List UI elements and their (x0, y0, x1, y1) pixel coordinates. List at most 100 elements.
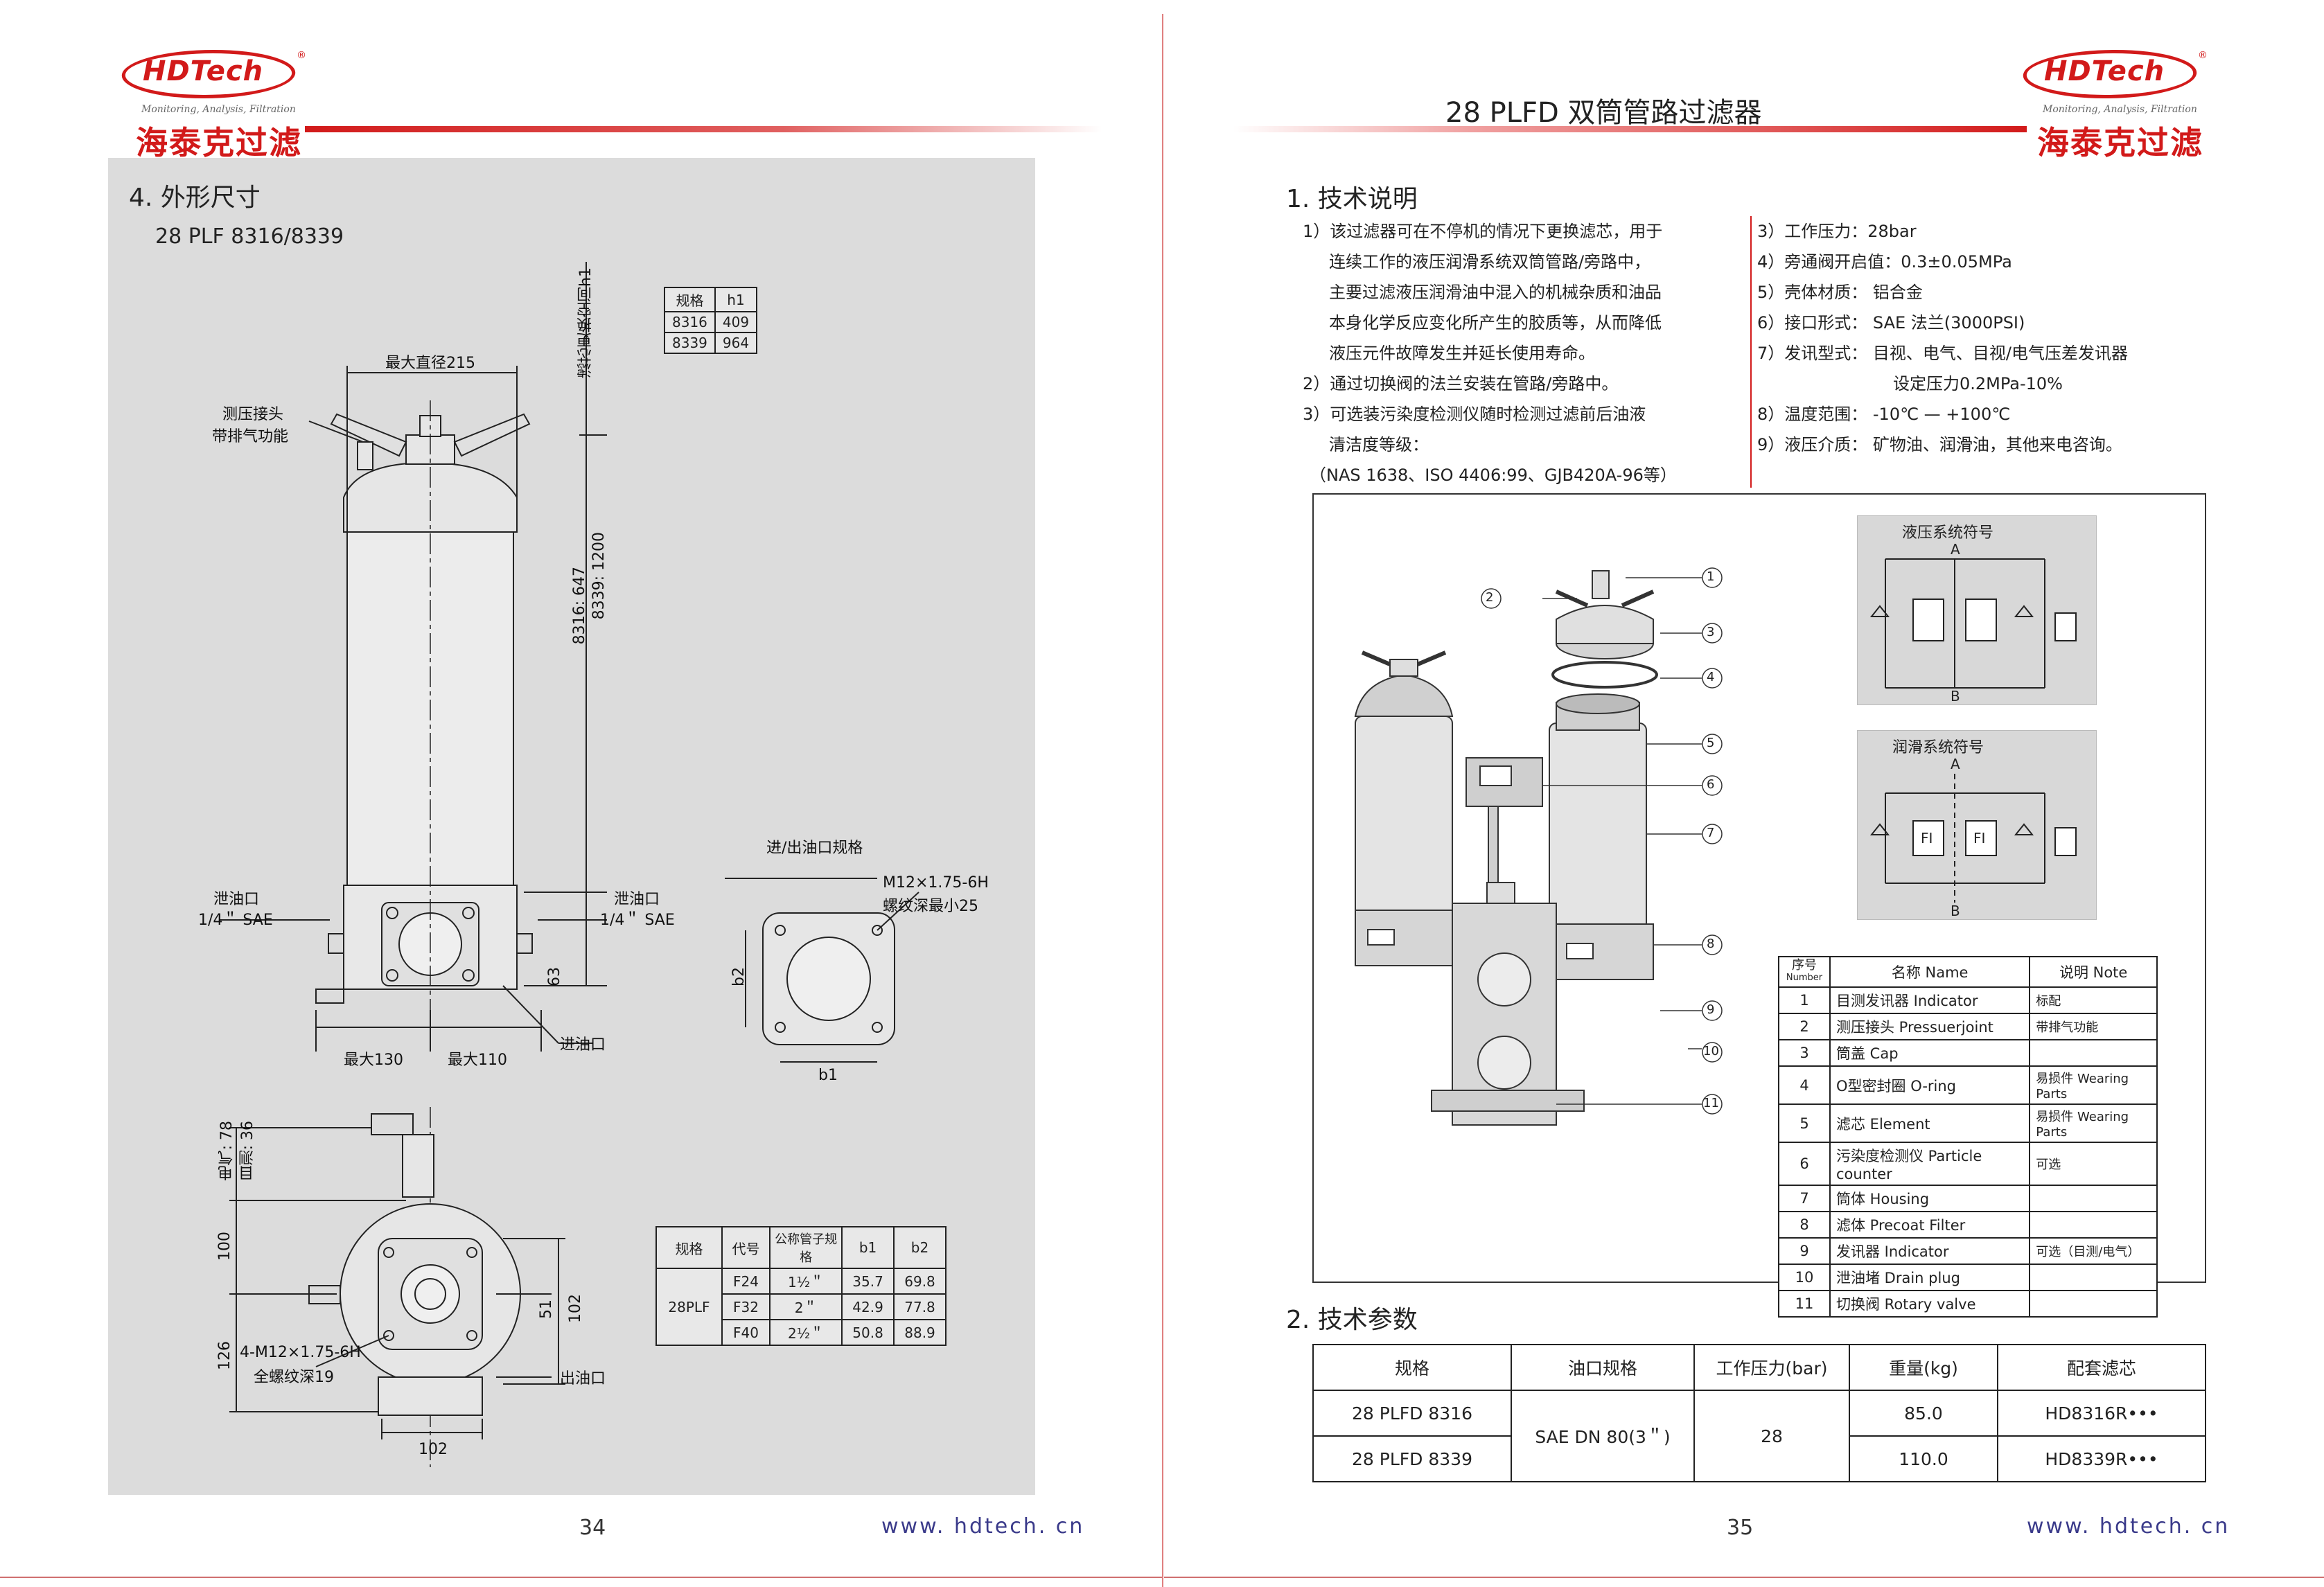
desc-line: （NAS 1638、ISO 4406:99、GJB420A-96等） (1310, 466, 1677, 485)
desc-line: 6）接口形式： SAE 法兰(3000PSI) (1757, 313, 2025, 333)
bottom-rule-right (1164, 1577, 2324, 1578)
parts-cell (2029, 1211, 2158, 1239)
dim-102-h-label: 102 (419, 1441, 448, 1458)
height-dim-label: 8316: 647 (571, 567, 588, 645)
port-header: b2 (893, 1226, 947, 1269)
params-cell-element: HD8316R••• (1997, 1390, 2206, 1437)
desc-line: 9）液压介质： 矿物油、润滑油，其他来电咨询。 (1757, 435, 2122, 454)
parts-header-note: 说明 Note (2029, 956, 2158, 988)
h1-header-spec: 规格 (664, 287, 716, 312)
port-cell: 1½＂ (769, 1268, 843, 1295)
desc-line: 4）旁通阀开启值：0.3±0.05MPa (1757, 252, 2012, 272)
port-header: 规格 (655, 1226, 723, 1269)
desc-line: 3）可选装污染度检测仪随时检测过滤前后油液 (1303, 405, 1646, 424)
desc-line: 设定压力0.2MPa-10% (1893, 374, 2063, 393)
callout-11: 11 (1703, 1096, 1719, 1110)
left-page: HDTech ® Monitoring, Analysis, Filtratio… (0, 50, 1162, 1578)
lube-symbol-icon (1869, 774, 2077, 903)
parts-cell: 11 (1778, 1290, 1831, 1318)
params-header: 规格 (1312, 1344, 1512, 1391)
port-cell: 50.8 (841, 1319, 895, 1346)
desc-line: 本身化学反应变化所产生的胶质等，从而降低 (1329, 313, 1662, 333)
max-diameter-label: 最大直径215 (385, 355, 475, 372)
parts-cell: 9 (1778, 1237, 1831, 1265)
desc-line: 3）工作压力：28bar (1757, 222, 1917, 241)
b2-label: b2 (730, 967, 748, 986)
header-red-bar-right (1233, 126, 2027, 132)
website-right[interactable]: www. hdtech. cn (2027, 1514, 2230, 1539)
desc-line: 8）温度范围： -10℃ — +100℃ (1757, 405, 2011, 424)
params-header: 工作压力(bar) (1693, 1344, 1850, 1391)
params-cell-pressure: 28 (1693, 1390, 1850, 1482)
parts-cell: O型密封圈 O-ring (1829, 1065, 2031, 1105)
hdtech-logo: HDTech ® Monitoring, Analysis, Filtratio… (116, 50, 330, 161)
h1-header-h1: h1 (714, 287, 758, 312)
desc-line: 连续工作的液压润滑系统双筒管路/旁路中， (1329, 252, 1651, 272)
lube-port-b: B (1951, 903, 1960, 919)
params-header: 油口规格 (1511, 1344, 1695, 1391)
parts-header-name: 名称 Name (1829, 956, 2031, 988)
parts-cell: 8 (1778, 1211, 1831, 1239)
desc-line: 主要过滤液压润滑油中混入的机械杂质和油品 (1329, 283, 1662, 302)
lube-port-a: A (1951, 756, 1960, 772)
parts-cell: 3 (1778, 1039, 1831, 1067)
filter-elevation-drawing (219, 262, 919, 1467)
hydraulic-port-a: A (1951, 541, 1960, 558)
drain-left-label-2: 1/4＂ SAE (198, 912, 273, 929)
port-cell: 42.9 (841, 1293, 895, 1320)
hdtech-logo-right: HDTech ® Monitoring, Analysis, Filtratio… (2018, 50, 2231, 161)
h1-cell: 8316 (664, 311, 716, 333)
parts-cell: 测压接头 Pressuerjoint (1829, 1013, 2031, 1040)
desc-line: 7）发讯型式： 目视、电气、目视/电气压差发讯器 (1757, 344, 2128, 363)
port-cell: 2½＂ (769, 1319, 843, 1346)
desc-line: 2）通过切换阀的法兰安装在管路/旁路中。 (1303, 374, 1619, 393)
parts-cell (2029, 1185, 2158, 1212)
parts-cell: 10 (1778, 1264, 1831, 1291)
exploded-view-drawing (1354, 567, 1723, 1126)
logo-brand-text: HDTech (143, 55, 264, 87)
parts-cell (2029, 1264, 2158, 1291)
section1-title: 1. 技术说明 (1286, 185, 1418, 213)
website-left[interactable]: www. hdtech. cn (881, 1514, 1085, 1539)
thread-label: M12×1.75-6H (883, 874, 989, 892)
test-point-label-2: 带排气功能 (212, 428, 289, 445)
callout-4: 4 (1707, 670, 1715, 684)
page-number-right: 35 (1727, 1516, 1754, 1540)
dim-51-label: 51 (538, 1300, 555, 1319)
port-header: 公称管子规格 (769, 1226, 843, 1269)
port-cell: 88.9 (893, 1319, 947, 1346)
parts-cell: 5 (1778, 1103, 1831, 1143)
test-point-label: 测压接头 (222, 406, 284, 423)
header-red-bar (305, 126, 1102, 132)
parts-cell: 发讯器 Indicator (1829, 1237, 2031, 1265)
drain-right-label: 泄油口 (614, 891, 660, 908)
parts-cell: 筒体 Housing (1829, 1185, 2031, 1212)
parts-cell: 带排气功能 (2029, 1013, 2158, 1040)
logo-tagline: Monitoring, Analysis, Filtration (141, 104, 296, 115)
logo-brand-text: HDTech (2044, 55, 2165, 87)
thread-depth-label: 螺纹深最小25 (883, 898, 978, 915)
hydraulic-symbol-panel: 液压系统符号 A B (1857, 515, 2097, 705)
visual-36-label: 目测: 36 (239, 1121, 256, 1181)
parts-cell: 可选 (2029, 1142, 2158, 1186)
parts-header-no: 序号 (1792, 958, 1817, 973)
logo-cn-name: 海泰克过滤 (2037, 124, 2203, 161)
callout-1: 1 (1707, 569, 1715, 584)
port-cell: F32 (721, 1293, 771, 1320)
port-cell: 69.8 (893, 1268, 947, 1295)
page-divider (1162, 14, 1163, 1587)
bolt-depth-label: 全螺纹深19 (254, 1369, 334, 1386)
h1-cell: 409 (714, 311, 758, 333)
port-spec-title: 进/出油口规格 (766, 840, 863, 857)
h1-cell: 964 (714, 332, 758, 354)
parts-cell: 1 (1778, 986, 1831, 1014)
desc-left: 1）该过滤器可在不停机的情况下更换滤芯，用于 连续工作的液压润滑系统双筒管路/旁… (1303, 216, 1677, 490)
